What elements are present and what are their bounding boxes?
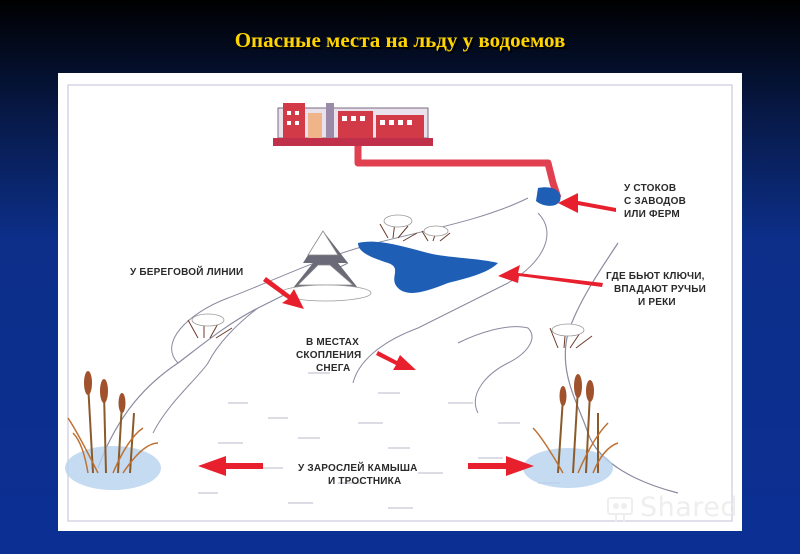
svg-text:В МЕСТАХ: В МЕСТАХ bbox=[306, 337, 359, 348]
snow-covered-spruce bbox=[280, 230, 372, 302]
watermark-text: Shared bbox=[640, 492, 739, 523]
drain-outflow-water bbox=[536, 187, 561, 206]
label-springs: ГДЕ БЬЮТ КЛЮЧИ, ВПАДАЮТ РУЧЬИ И РЕКИ bbox=[606, 271, 706, 308]
svg-text:У БЕРЕГОВОЙ ЛИНИИ: У БЕРЕГОВОЙ ЛИНИИ bbox=[130, 265, 243, 278]
svg-text:С ЗАВОДОВ: С ЗАВОДОВ bbox=[624, 196, 686, 207]
svg-text:И РЕКИ: И РЕКИ bbox=[638, 297, 676, 308]
slideshare-logo-icon bbox=[607, 497, 633, 522]
far-right-shore-line bbox=[564, 242, 679, 494]
reeds-left bbox=[67, 371, 159, 474]
arrow-reeds-left bbox=[198, 456, 263, 476]
factory-building bbox=[273, 103, 433, 146]
left-bank-edge bbox=[152, 307, 259, 434]
label-reeds: У ЗАРОСЛЕЙ КАМЫША И ТРОСТНИКА bbox=[298, 461, 418, 487]
drain-pipe bbox=[354, 146, 562, 200]
inner-stream-line bbox=[457, 326, 533, 414]
svg-text:ВПАДАЮТ РУЧЬИ: ВПАДАЮТ РУЧЬИ bbox=[614, 284, 706, 295]
arrow-springs bbox=[498, 265, 603, 287]
illustration-canvas: У СТОКОВ С ЗАВОДОВ ИЛИ ФЕРМ ГДЕ БЬЮТ КЛЮ… bbox=[65, 84, 733, 522]
svg-text:ИЛИ ФЕРМ: ИЛИ ФЕРМ bbox=[624, 209, 680, 220]
spring-water-area bbox=[358, 241, 498, 293]
svg-text:И ТРОСТНИКА: И ТРОСТНИКА bbox=[328, 476, 401, 487]
svg-text:У ЗАРОСЛЕЙ КАМЫША: У ЗАРОСЛЕЙ КАМЫША bbox=[298, 461, 418, 474]
label-drains: У СТОКОВ С ЗАВОДОВ ИЛИ ФЕРМ bbox=[624, 183, 686, 220]
arrow-snow bbox=[376, 351, 416, 370]
upper-shore-line bbox=[171, 197, 529, 364]
right-shore-line bbox=[352, 212, 548, 384]
arrow-drains bbox=[558, 193, 616, 213]
arrow-reeds-right bbox=[468, 456, 534, 476]
svg-text:ГДЕ БЬЮТ КЛЮЧИ,: ГДЕ БЬЮТ КЛЮЧИ, bbox=[606, 271, 705, 282]
left-reed-water bbox=[65, 446, 161, 490]
svg-text:У СТОКОВ: У СТОКОВ bbox=[624, 183, 676, 194]
label-shoreline: У БЕРЕГОВОЙ ЛИНИИ bbox=[130, 265, 243, 278]
warning-arrows bbox=[198, 193, 616, 476]
picture-frame bbox=[67, 84, 733, 522]
right-reed-water bbox=[523, 448, 613, 488]
slide-title: Опасные места на льду у водоемов bbox=[234, 28, 566, 52]
arrow-shoreline bbox=[263, 277, 304, 309]
reeds-right bbox=[532, 374, 619, 474]
svg-text:СНЕГА: СНЕГА bbox=[316, 363, 350, 374]
svg-text:СКОПЛЕНИЯ: СКОПЛЕНИЯ bbox=[296, 350, 361, 361]
ice-danger-illustration: У СТОКОВ С ЗАВОДОВ ИЛИ ФЕРМ ГДЕ БЬЮТ КЛЮ… bbox=[58, 73, 742, 531]
label-snow: В МЕСТАХ СКОПЛЕНИЯ СНЕГА bbox=[296, 337, 361, 374]
